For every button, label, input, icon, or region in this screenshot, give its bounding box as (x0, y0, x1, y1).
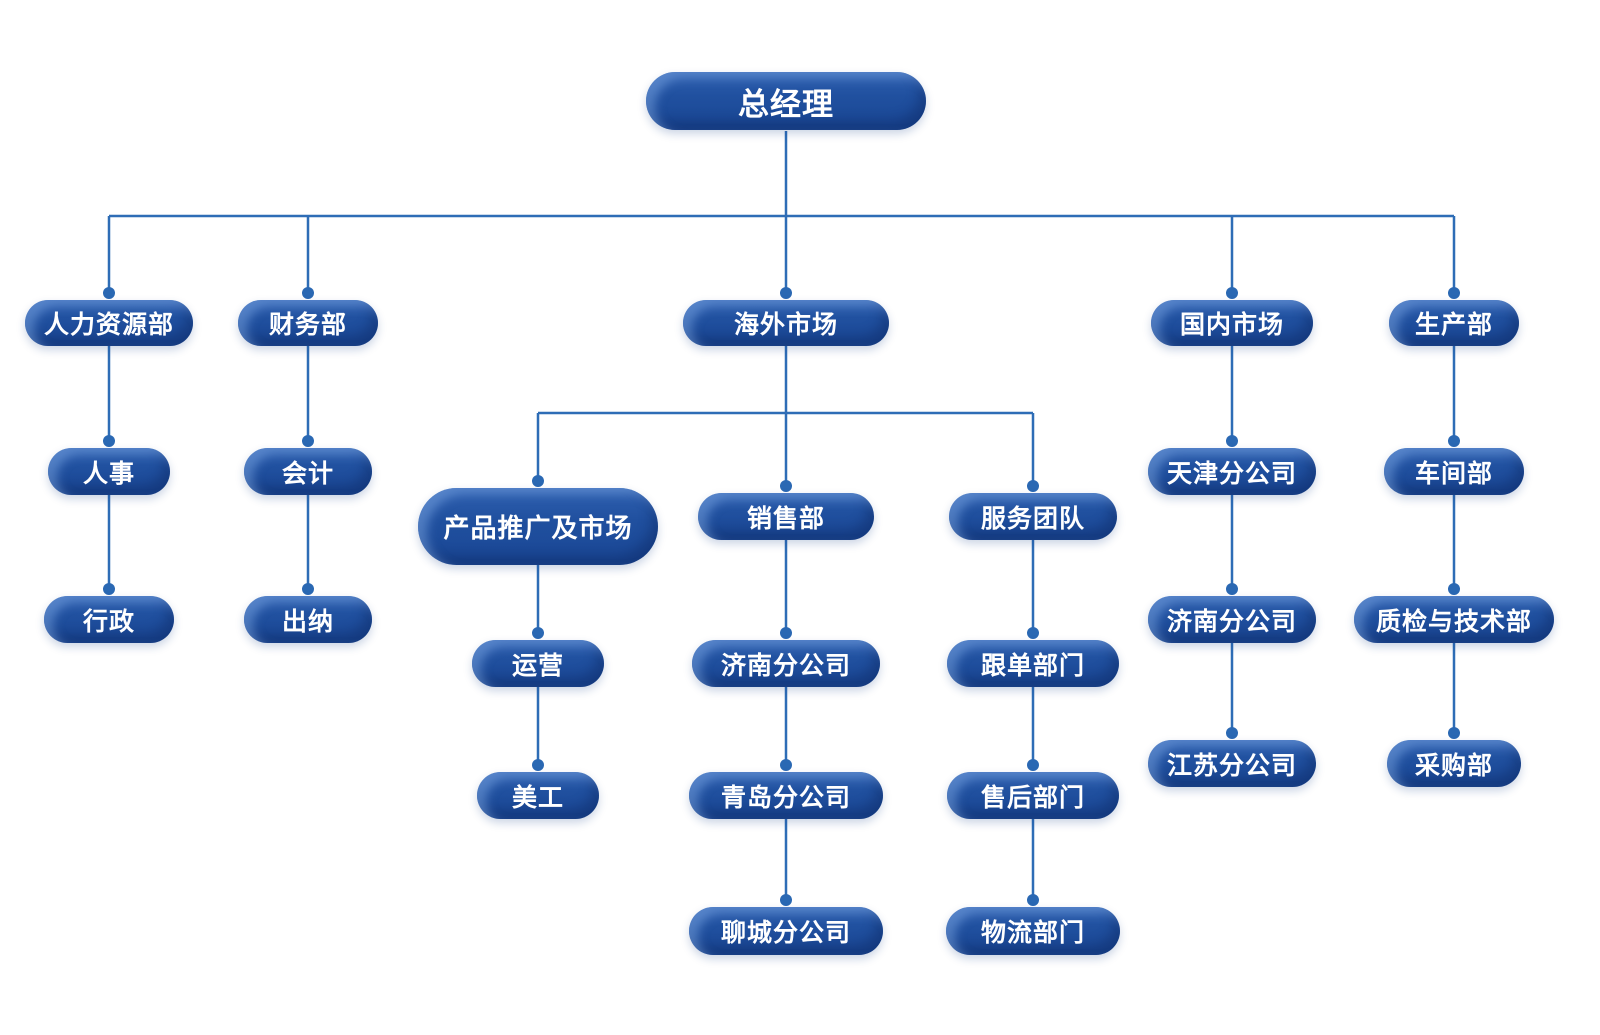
node-jiangsu-branch: 江苏分公司 (1148, 740, 1316, 787)
node-liaocheng-branch: 聊城分公司 (689, 907, 883, 955)
node-general-manager: 总经理 (646, 72, 926, 130)
node-purchasing-dept: 采购部 (1387, 740, 1521, 787)
node-jinan-branch-sales: 济南分公司 (692, 640, 880, 687)
node-qingdao-branch: 青岛分公司 (689, 772, 883, 819)
node-cashier: 出纳 (244, 596, 372, 643)
node-workshop-dept: 车间部 (1384, 448, 1524, 495)
node-finance-dept: 财务部 (238, 300, 378, 346)
node-tianjin-branch: 天津分公司 (1148, 448, 1316, 495)
node-accounting: 会计 (244, 448, 372, 495)
node-human-resources: 人力资源部 (25, 300, 193, 346)
node-logistics-dept: 物流部门 (946, 907, 1120, 955)
node-after-sales-dept: 售后部门 (947, 772, 1119, 819)
node-administration: 行政 (44, 596, 174, 643)
node-artist: 美工 (477, 772, 599, 819)
node-production-dept: 生产部 (1389, 300, 1519, 346)
node-overseas-market: 海外市场 (683, 300, 889, 346)
node-operations: 运营 (472, 640, 604, 687)
node-personnel: 人事 (48, 448, 170, 495)
node-service-team: 服务团队 (949, 493, 1117, 540)
node-product-promotion-market: 产品推广及市场 (418, 488, 658, 565)
node-order-following-dept: 跟单部门 (947, 640, 1119, 687)
node-sales-dept: 销售部 (698, 493, 874, 540)
connector-dots (103, 287, 1460, 906)
node-jinan-branch-domestic: 济南分公司 (1148, 596, 1316, 643)
node-quality-technology-dept: 质检与技术部 (1354, 596, 1554, 643)
connector-lines (107, 131, 1456, 900)
node-domestic-market: 国内市场 (1151, 300, 1313, 346)
